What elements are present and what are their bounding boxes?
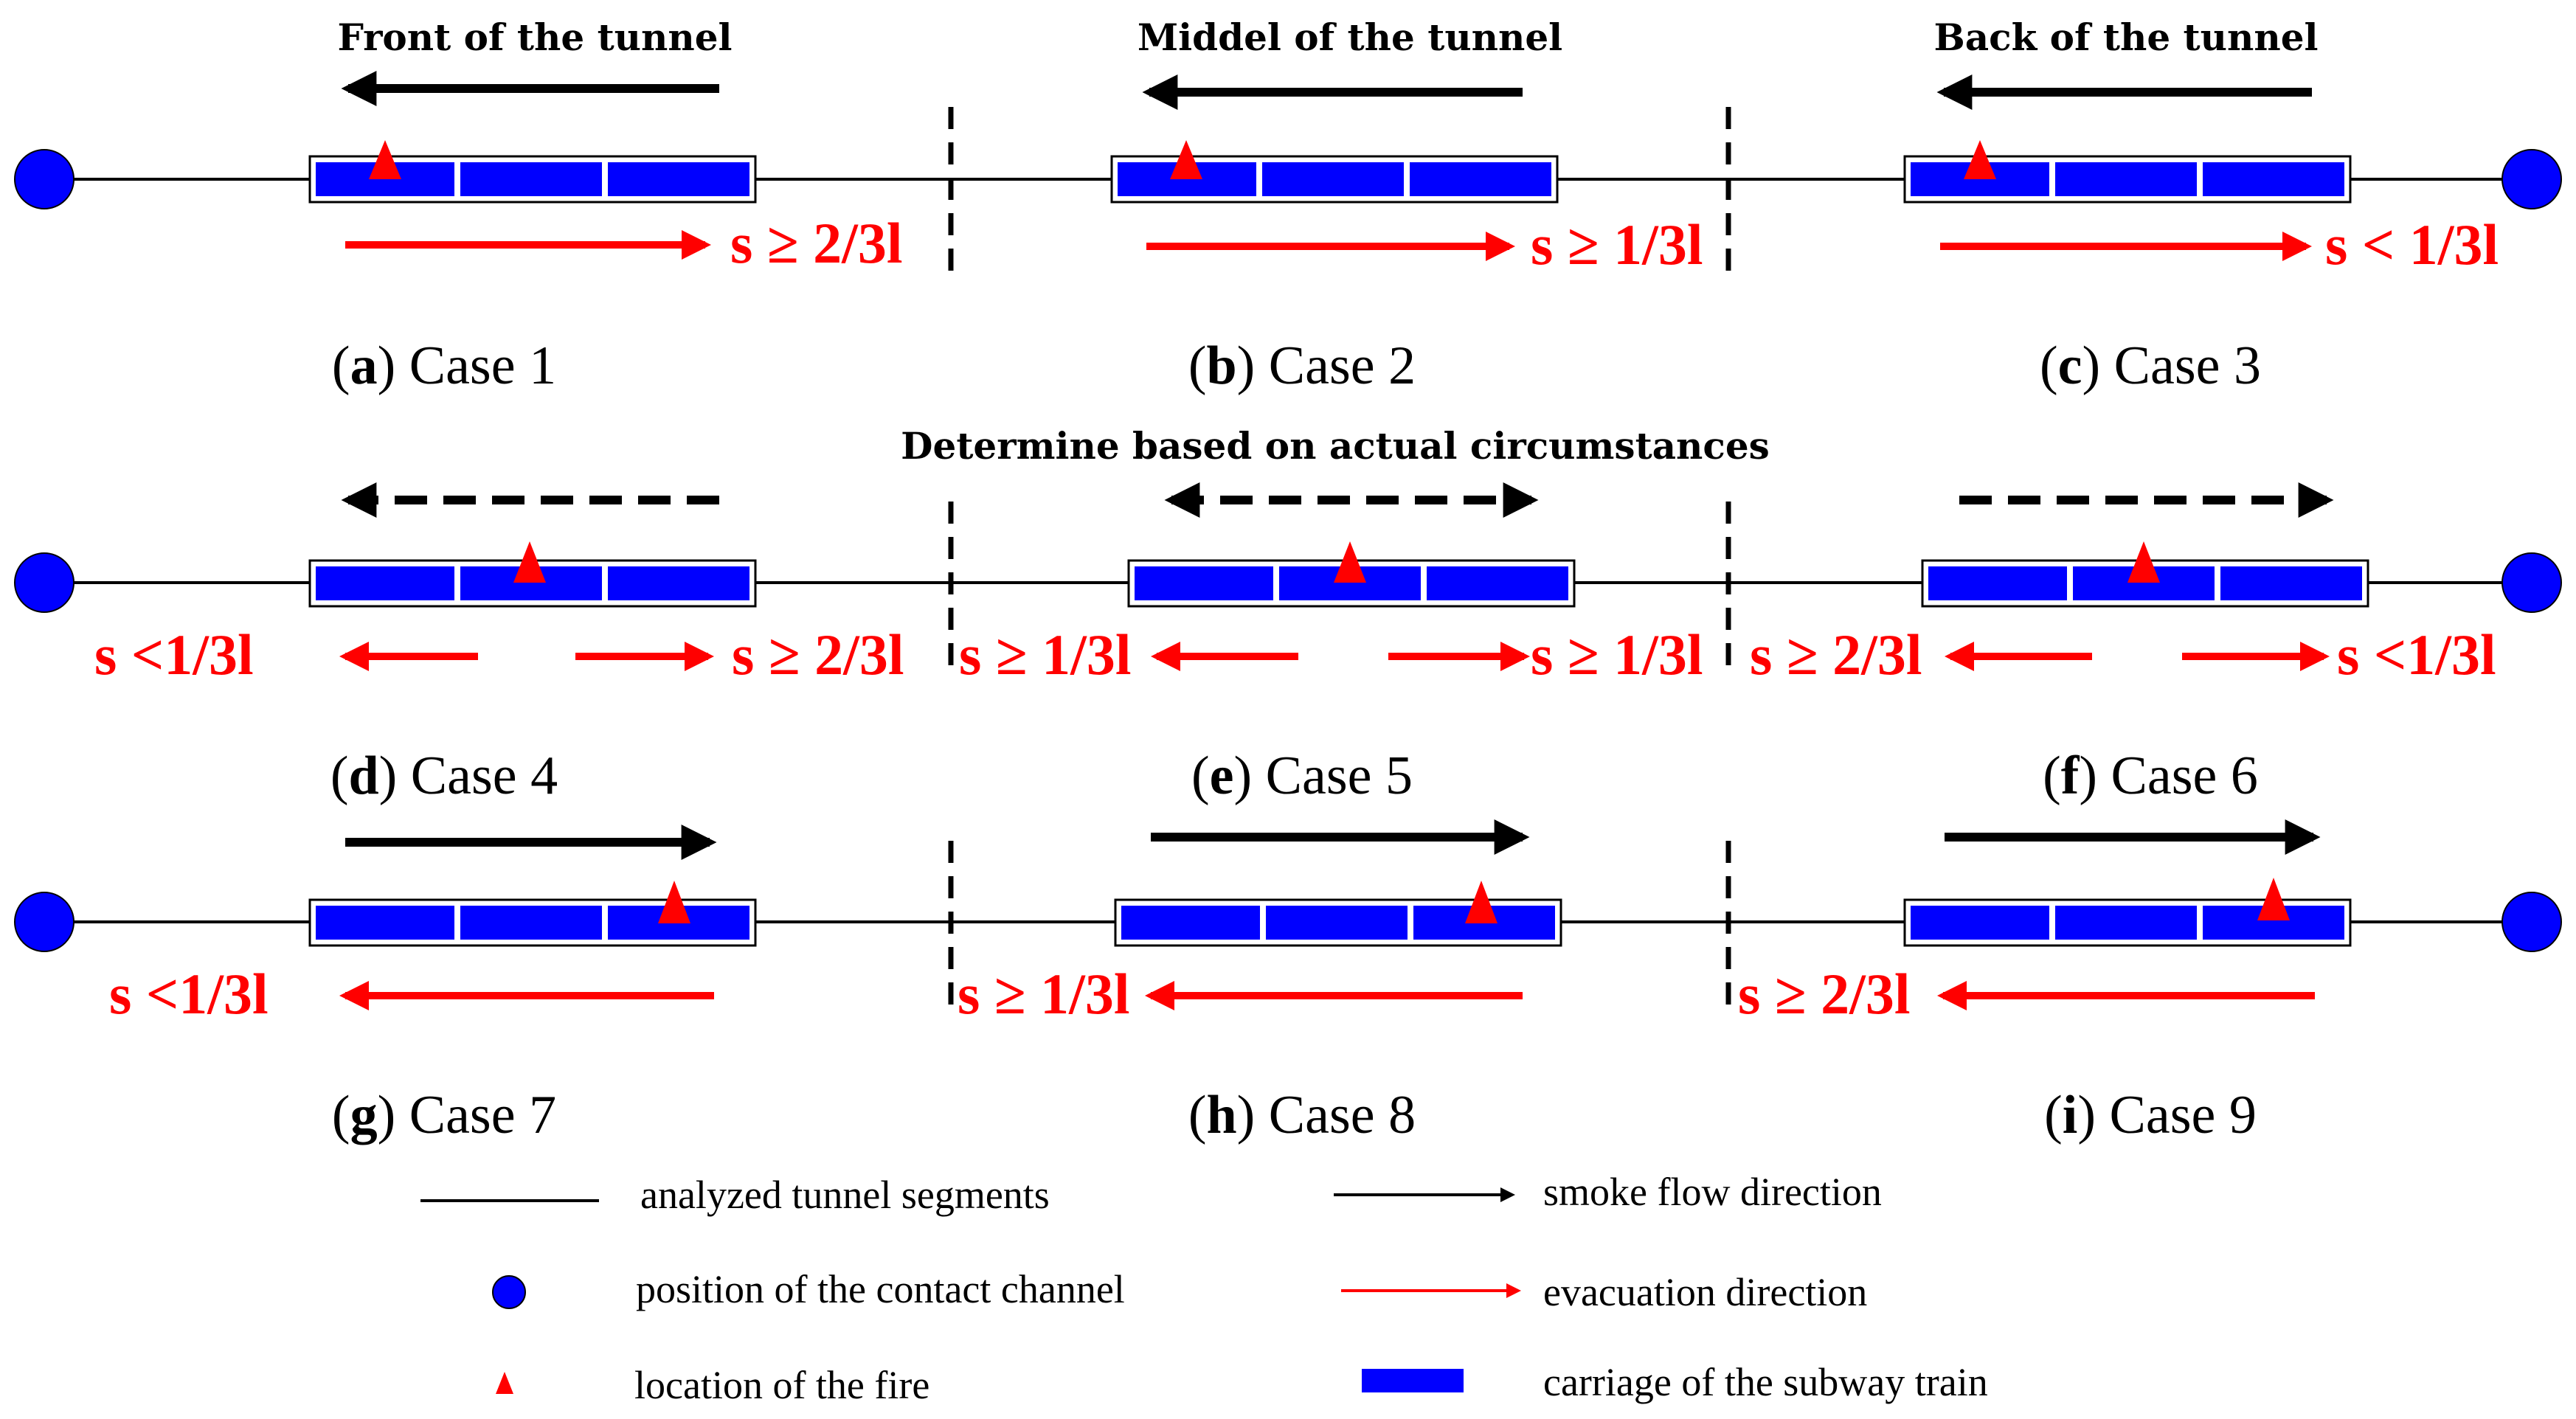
legend-channel-icon (492, 1275, 526, 1309)
caption-case-4: (d) Case 4 (330, 746, 558, 806)
carriage (1121, 906, 1260, 940)
distance-label: s ≥ 2/3l (732, 622, 904, 687)
caption-case-9: (i) Case 9 (2044, 1085, 2257, 1145)
header-row-2: Determine based on actual circumstances (901, 424, 1770, 468)
legend: analyzed tunnel segments position of the… (420, 1170, 1988, 1407)
contact-channel-icon (14, 552, 75, 613)
row-1: Front of the tunnel Middel of the tunnel… (14, 15, 2562, 396)
legend-label-channel: position of the contact channel (636, 1267, 1125, 1311)
header-back: Back of the tunnel (1933, 15, 2318, 59)
carriage (460, 162, 602, 196)
carriage (1262, 162, 1404, 196)
header-front: Front of the tunnel (337, 15, 732, 59)
contact-channel-icon (2501, 149, 2562, 209)
distance-label: s <1/3l (2337, 622, 2496, 687)
fire-icon (2257, 878, 2290, 920)
caption-case-8: (h) Case 8 (1188, 1085, 1416, 1145)
caption-case-2: (b) Case 2 (1188, 336, 1416, 396)
distance-label: s ≥ 1/3l (1531, 622, 1703, 687)
fire-icon (2127, 541, 2160, 583)
fire-icon (369, 140, 401, 179)
distance-label: s ≥ 1/3l (1531, 212, 1703, 277)
legend-label-evacuation: evacuation direction (1543, 1270, 1867, 1314)
fire-icon (1334, 541, 1366, 583)
distance-label: s ≥ 1/3l (959, 622, 1132, 687)
caption-case-1: (a) Case 1 (332, 336, 556, 396)
carriage (2220, 566, 2362, 600)
carriage (608, 162, 749, 196)
caption-case-6: (f) Case 6 (2043, 746, 2258, 806)
carriage (1928, 566, 2067, 600)
fire-icon (658, 881, 690, 923)
contact-channel-icon (2501, 892, 2562, 952)
carriage (316, 566, 454, 600)
distance-label: s ≥ 1/3l (958, 962, 1130, 1026)
row-2: Determine based on actual circumstances … (14, 424, 2562, 806)
distance-label: s <1/3l (109, 962, 269, 1026)
carriage (2203, 162, 2344, 196)
carriage (316, 906, 454, 940)
fire-icon (1170, 140, 1202, 179)
carriage (2055, 162, 2197, 196)
header-middle: Middel of the tunnel (1138, 15, 1562, 59)
carriage (460, 906, 602, 940)
contact-channel-icon (14, 149, 75, 209)
carriage (1427, 566, 1568, 600)
carriage (1135, 566, 1273, 600)
row-3: s <1/3l s ≥ 1/3l s ≥ 2/3l (g) Case 7 (h)… (14, 819, 2562, 1145)
legend-label-tunnel: analyzed tunnel segments (640, 1173, 1050, 1217)
fire-icon (513, 541, 546, 583)
caption-case-7: (g) Case 7 (332, 1085, 556, 1145)
legend-label-fire: location of the fire (634, 1363, 929, 1407)
carriage (1410, 162, 1551, 196)
caption-case-5: (e) Case 5 (1191, 746, 1413, 806)
contact-channel-icon (14, 892, 75, 952)
fire-icon (1964, 140, 1996, 179)
legend-label-smoke: smoke flow direction (1543, 1170, 1882, 1214)
fire-icon (1465, 881, 1498, 923)
contact-channel-icon (2501, 552, 2562, 613)
legend-fire-icon (496, 1372, 513, 1394)
legend-carriage-icon (1362, 1369, 1464, 1392)
distance-label: s ≥ 2/3l (1738, 962, 1911, 1026)
carriage (2055, 906, 2197, 940)
carriage (608, 566, 749, 600)
distance-label: s <1/3l (94, 622, 254, 687)
distance-label: s ≥ 2/3l (1750, 622, 1922, 687)
carriage (1911, 906, 2049, 940)
distance-label: s < 1/3l (2325, 212, 2499, 277)
carriage (1266, 906, 1408, 940)
caption-case-3: (c) Case 3 (2040, 336, 2261, 396)
legend-label-carriage: carriage of the subway train (1543, 1360, 1988, 1404)
distance-label: s ≥ 2/3l (730, 211, 903, 275)
